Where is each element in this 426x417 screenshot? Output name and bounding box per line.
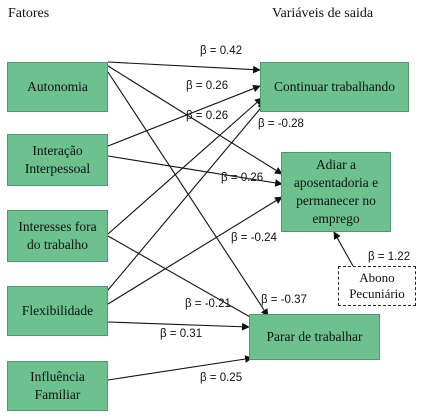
factor-interacao-label: Interação Interpessoal <box>24 143 91 176</box>
arrow-flexibilidade-parar <box>107 321 250 331</box>
arrow-interacao-adiar <box>107 155 283 187</box>
arrow-autonomia-adiar <box>107 65 283 175</box>
arrow-autonomia-continuar <box>107 61 261 74</box>
beta-label: β = 0.26 <box>186 80 229 92</box>
factor-interacao-interpessoal: Interação Interpessoal <box>7 134 108 186</box>
arrow-flexibilidade-adiar <box>107 196 283 305</box>
arrow-interacao-continuar <box>107 84 261 147</box>
moderator-abono-pecuniario: Abono Pecuniário <box>338 266 416 306</box>
beta-label: β = 0.42 <box>200 45 243 57</box>
outcomes-header: Variáveis de saida <box>272 6 374 21</box>
factors-header: Fatores <box>8 6 50 21</box>
beta-label: β = -0.21 <box>185 298 231 310</box>
beta-label: β = 0.26 <box>221 172 264 184</box>
factor-autonomia-label: Autonomia <box>27 79 88 94</box>
factor-influencia-label: Influência Familiar <box>30 369 85 402</box>
arrow-influencia-parar <box>107 355 253 381</box>
factor-flexibilidade-label: Flexibilidade <box>21 303 94 318</box>
outcome-adiar-label: Adiar a aposentadoria e permanecer no em… <box>293 157 379 226</box>
factor-flexibilidade: Flexibilidade <box>7 286 108 336</box>
beta-label: β = 1.22 <box>368 251 411 263</box>
arrow-flexibilidade-continuar <box>107 102 266 291</box>
factor-interesses-label: Interesses fora do trabalho <box>18 219 97 252</box>
beta-label: β = 0.26 <box>186 110 229 122</box>
arrow-interesses-continuar <box>107 97 263 235</box>
outcome-parar-de-trabalhar: Parar de trabalhar <box>249 314 380 360</box>
factor-interesses-fora: Interesses fora do trabalho <box>7 210 108 262</box>
factor-autonomia: Autonomia <box>7 62 108 112</box>
factor-influencia-familiar: Influência Familiar <box>7 361 108 411</box>
arrow-abono-adiar <box>333 231 354 267</box>
arrow-interesses-parar <box>107 235 260 323</box>
beta-label: β = -0.24 <box>231 232 277 244</box>
beta-label: β = 0.25 <box>200 372 243 384</box>
outcome-adiar-aposentadoria: Adiar a aposentadoria e permanecer no em… <box>281 152 391 232</box>
beta-label: β = -0.37 <box>261 294 307 306</box>
beta-label: β = 0.31 <box>160 328 203 340</box>
beta-label: β = -0.28 <box>258 118 304 130</box>
outcome-parar-label: Parar de trabalhar <box>266 329 363 344</box>
outcome-continuar-label: Continuar trabalhando <box>273 79 396 94</box>
outcome-continuar-trabalhando: Continuar trabalhando <box>260 62 409 112</box>
